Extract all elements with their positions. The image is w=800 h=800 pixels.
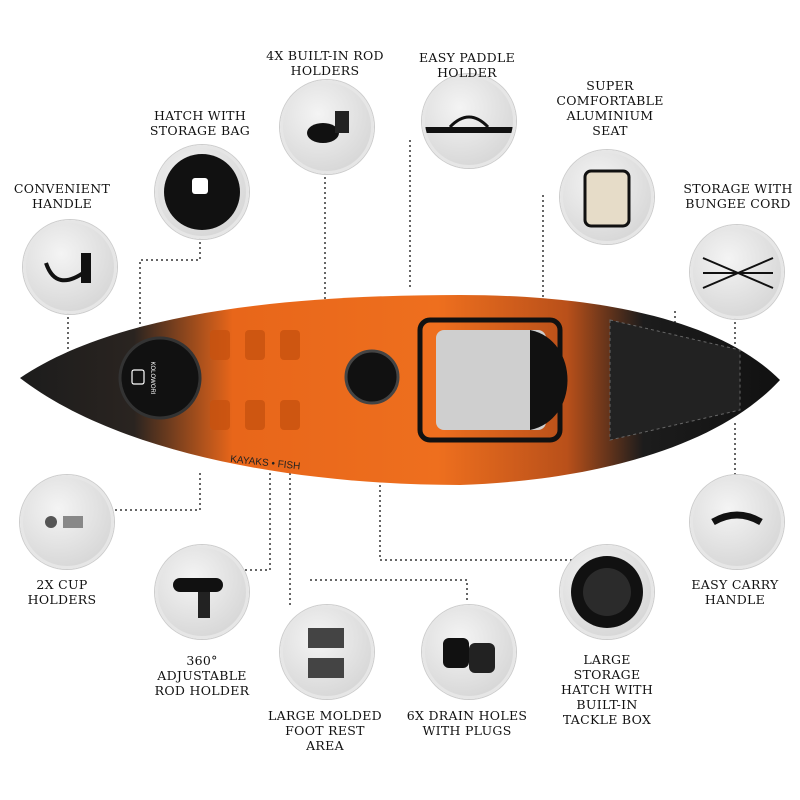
convenient-handle-photo <box>23 220 117 314</box>
brand-logo-badge <box>131 369 145 385</box>
front-hatch <box>118 336 202 420</box>
adjustable-rod-holder-photo <box>155 545 249 639</box>
seat-photo <box>560 150 654 244</box>
kayak-brand-text: KOLOWORI <box>149 361 155 394</box>
bungee-photo <box>690 225 784 319</box>
hatch-bag-photo <box>155 145 249 239</box>
kayak-illustration: KOLOWORI KAYAKS • FISH <box>20 295 780 485</box>
center-hatch <box>344 349 400 405</box>
drain-plugs-photo <box>422 605 516 699</box>
rod-holders-photo <box>280 80 374 174</box>
bungee-area <box>609 319 741 441</box>
seat-back <box>530 330 568 430</box>
large-hatch-photo <box>560 545 654 639</box>
cup-holders-photo <box>20 475 114 569</box>
foot-rest-photo <box>280 605 374 699</box>
carry-handle-photo <box>690 475 784 569</box>
paddle-holder-photo <box>422 74 516 168</box>
seat-mesh <box>436 330 546 430</box>
